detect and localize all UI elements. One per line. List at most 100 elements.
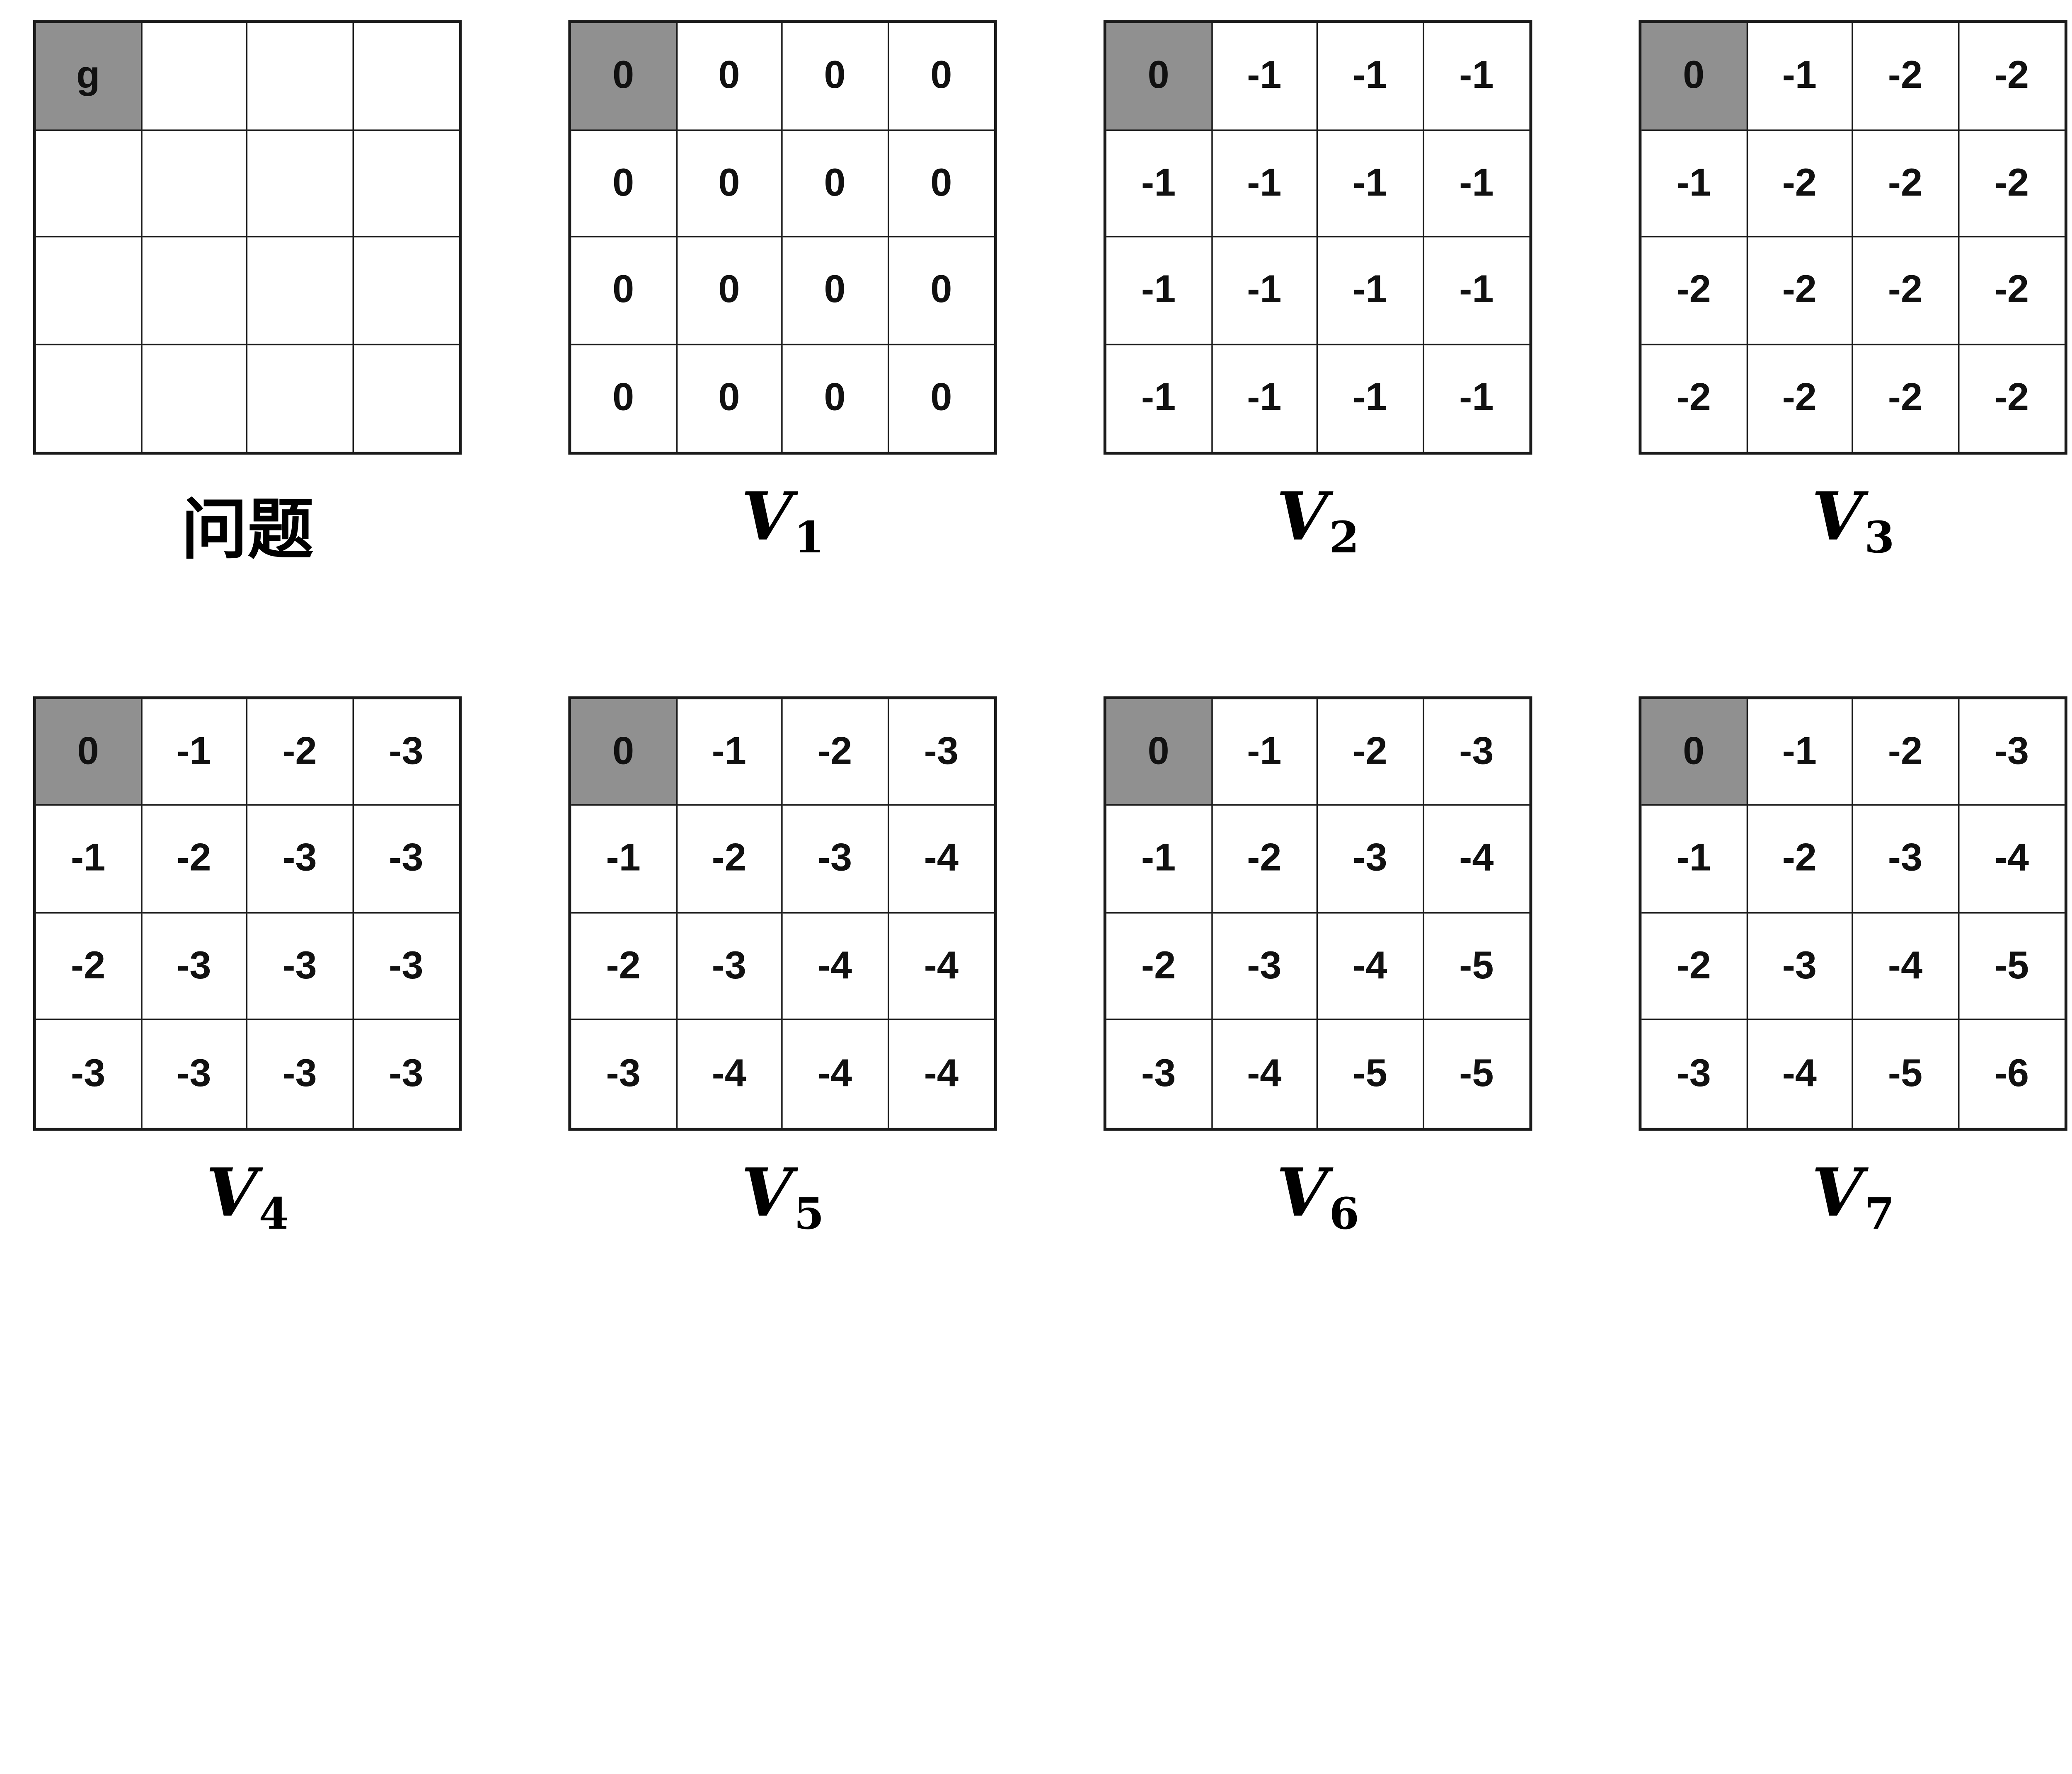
grid-cell-r1c2: -1: [1318, 130, 1424, 237]
grid-cell-r2c3: 0: [888, 237, 994, 345]
grid-cell-r3c1: 0: [677, 344, 783, 452]
grid-cell-r0c3: -3: [1958, 699, 2065, 806]
goal-cell-r0c0: 0: [571, 698, 677, 806]
grid-cell-r3c0: -3: [571, 1020, 677, 1128]
grid-cell-r3c3: -6: [1994, 1051, 2029, 1095]
grid-cell-r0c2: -2: [1853, 698, 1959, 806]
grid-cell-r2c1: -1: [1212, 237, 1318, 345]
grid-cell-r3c1: -4: [1747, 1020, 1853, 1128]
grid-cell-r3c0: -3: [1641, 1020, 1748, 1128]
grid-cell-r1c1: -2: [1747, 806, 1853, 913]
grid-cell-r1c0: [36, 130, 142, 237]
label-base: V: [206, 1153, 258, 1231]
grid-cell-r1c0: -1: [1106, 806, 1212, 913]
grid-cell-r2c0: -2: [1106, 912, 1212, 1020]
grid-cell-r2c1: [141, 237, 248, 345]
grid-cell-r1c2: -2: [1853, 130, 1959, 237]
grid-cell-r3c2: -1: [1318, 344, 1424, 452]
grid-cell-r2c2: -2: [1853, 237, 1959, 345]
grid-cell-r0c3: -3: [888, 699, 994, 806]
grid-cell-r0c2: -2: [247, 698, 353, 806]
grid-cell-r2c2: -4: [1853, 912, 1959, 1020]
grid-cell-r3c2: -2: [1853, 344, 1959, 452]
grid-cell-r3c0: -1: [1106, 344, 1212, 452]
grid-cell-r1c2: -3: [247, 806, 353, 913]
grid-cell-r2c3: -4: [888, 913, 994, 1020]
grid-cell-r3c2: -4: [783, 1020, 888, 1128]
grid-cell-r2c1: -3: [677, 912, 783, 1020]
label-base: V: [741, 477, 793, 556]
label-base: V: [1276, 477, 1328, 556]
grid-cell-r3c3: 0: [930, 375, 952, 419]
grid-cell-r2c0: -1: [1106, 237, 1212, 345]
grid-cell-r0c3: -3: [1423, 699, 1530, 806]
grid-cell-r1c3: -2: [1958, 130, 2065, 237]
grid-cell-r2c0: -2: [1641, 237, 1748, 345]
grid-cell-r1c0: -1: [1641, 806, 1748, 913]
grid-cell-r3c1: -1: [1212, 344, 1318, 452]
grid-cell-r3c1: -2: [1747, 344, 1853, 452]
grid-cell-r2c0: -2: [571, 912, 677, 1020]
grid-cell-r2c1: -3: [1747, 912, 1853, 1020]
grid-cell-r1c1: [141, 130, 248, 237]
grid-cell-r2c2: 0: [782, 237, 888, 345]
grid-cell-r2c1: -3: [1212, 912, 1318, 1020]
grid-cell-r2c1: -2: [1747, 237, 1853, 345]
grid-cell-r0c1: -1: [1747, 698, 1853, 806]
grid-cell-r3c0: 0: [571, 344, 677, 452]
grid-cell-r1c1: 0: [677, 130, 783, 237]
grid-cell-r3c2: -5: [1853, 1020, 1959, 1128]
label-subscript: 6: [1329, 1189, 1360, 1232]
grid-cell-r1c3: -4: [1423, 806, 1530, 913]
grid-cell-r1c0: 0: [571, 130, 677, 237]
grid-cell-r2c3: -2: [1958, 237, 2065, 345]
grid-cell-r3c2: [247, 344, 353, 452]
grid-cell-r2c3: -5: [1958, 913, 2065, 1020]
grid-cell-r0c2: [247, 23, 353, 131]
goal-cell-r0c0: g: [36, 23, 142, 131]
grid-cell-r2c3: -5: [1423, 913, 1530, 1020]
goal-cell-r0c0: 0: [1641, 698, 1748, 806]
grid-cell-r2c3: -1: [1423, 237, 1530, 345]
grid-cell-r1c1: -2: [677, 806, 783, 913]
grid-cell-r0c2: -1: [1318, 23, 1424, 131]
grid-cell-r2c1: 0: [677, 237, 783, 345]
grid-cell-r1c3: -1: [1423, 130, 1530, 237]
grid-cell-r1c2: -3: [1853, 806, 1959, 913]
grid-unit-problem: g 问题: [33, 20, 462, 573]
goal-cell-r0c0: 0: [571, 23, 677, 131]
grid-cell-r0c1: -1: [141, 698, 248, 806]
label-subscript: 2: [1329, 513, 1360, 564]
grid-cell-r1c2: -3: [782, 806, 888, 913]
label-subscript: 7: [1864, 1189, 1895, 1232]
grid-cell-r2c2: [247, 237, 353, 345]
grid-cell-r2c1: -3: [141, 912, 248, 1020]
grid-cell-r2c2: -1: [1318, 237, 1424, 345]
grid-cell-r1c1: -2: [1212, 806, 1318, 913]
grid-v4: 0-1-2-3-1-2-3-3-2-3-3-3-3-3-3-3: [33, 695, 462, 1130]
grid-cell-r3c1: -4: [1212, 1020, 1318, 1128]
goal-cell-r0c0: 0: [1641, 23, 1748, 131]
label-subscript: 4: [259, 1189, 289, 1232]
grid-cell-r2c3: -3: [353, 913, 459, 1020]
grid-cell-r1c2: -3: [1318, 806, 1424, 913]
grid-cell-r0c1: [141, 23, 248, 131]
grid-cell-r3c3: -4: [924, 1051, 959, 1095]
grid-v5: 0-1-2-3-1-2-3-4-2-3-4-4-3-4-4-4: [568, 695, 997, 1130]
grid-cell-r1c0: -1: [1641, 130, 1748, 237]
grid-cell-r1c3: -4: [1958, 806, 2065, 913]
grid-cell-r1c1: -2: [141, 806, 248, 913]
grid-cell-r0c1: 0: [677, 23, 783, 131]
